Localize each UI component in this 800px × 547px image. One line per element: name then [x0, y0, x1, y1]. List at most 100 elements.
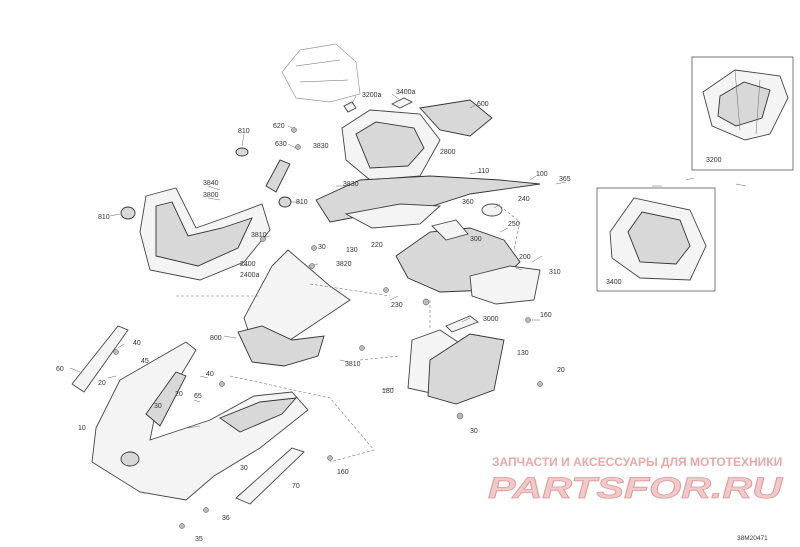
assembly-lines-2 — [429, 205, 521, 330]
bolt-230 — [422, 298, 430, 306]
label-20b: 20 — [175, 391, 183, 398]
part-810-grommet-a — [235, 147, 249, 157]
label-3800: 3800 — [203, 192, 219, 199]
label-70: 70 — [292, 483, 300, 490]
label-365: 365 — [559, 176, 571, 183]
part-3200-insert — [717, 81, 771, 127]
part-10-vent — [145, 371, 187, 427]
label-160a: 160 — [540, 312, 552, 319]
label-810c: 810 — [296, 199, 308, 206]
part-600-bracket — [419, 99, 493, 137]
label-3000: 3000 — [483, 316, 499, 323]
watermark-logo: PARTSFOR.RU — [488, 472, 784, 505]
bolt-3810a — [260, 236, 266, 242]
label-30b: 30 — [154, 403, 162, 410]
label-310: 310 — [549, 269, 561, 276]
part-310-cover — [469, 265, 541, 305]
label-300: 300 — [470, 236, 482, 243]
watermark: ЗАПЧАСТИ И АКСЕССУАРЫ ДЛЯ МОТОТЕХНИКИ PA… — [488, 455, 785, 505]
label-2800: 2800 — [440, 149, 456, 156]
ghost-cowl — [281, 43, 361, 103]
label-30d: 30 — [240, 465, 248, 472]
label-2400: 2400 — [240, 261, 256, 268]
label-110: 110 — [478, 168, 489, 175]
label-240: 240 — [518, 196, 530, 203]
part-130-panel — [427, 333, 505, 405]
headlight-frame — [139, 187, 271, 281]
label-130a: 130 — [346, 247, 358, 254]
upper-cowl-ghost — [281, 43, 361, 103]
part-3200-ribs — [734, 69, 761, 135]
part-10-badge — [120, 451, 140, 467]
label-3830a: 3830 — [313, 143, 329, 150]
side-panel — [407, 315, 505, 405]
bolt-160a — [525, 317, 531, 323]
label-360: 360 — [462, 199, 474, 206]
bolt-3810b — [359, 345, 365, 351]
watermark-tagline: ЗАПЧАСТИ И АКСЕССУАРЫ ДЛЯ МОТОТЕХНИКИ — [492, 455, 782, 469]
label-30a: 30 — [318, 244, 326, 251]
label-3200a: 3200a — [362, 92, 382, 99]
label-200: 200 — [519, 254, 531, 261]
bolt-620 — [291, 127, 297, 133]
inset-3200: 3200 — [691, 56, 794, 171]
label-180: 180 — [382, 388, 394, 395]
part-220-plate — [344, 203, 442, 229]
drawing-code: 38M20471 — [737, 535, 768, 542]
part-3000-strip — [445, 315, 479, 333]
bolt-30a — [311, 245, 317, 251]
label-630: 630 — [275, 141, 287, 148]
label-35: 35 — [195, 536, 203, 543]
part-3400a-clip — [390, 97, 414, 109]
label-45: 45 — [141, 358, 149, 365]
label-130b: 130 — [517, 350, 529, 357]
label-30c: 30 — [470, 428, 478, 435]
part-2400-deflector — [243, 249, 351, 343]
bolt-20c — [537, 381, 543, 387]
ghost-cowl-ribs — [295, 59, 349, 83]
label-600: 600 — [477, 101, 489, 108]
part-360-plate — [431, 219, 469, 241]
part-3800-inner — [155, 201, 253, 267]
label-3820: 3820 — [336, 261, 352, 268]
storage-tub — [341, 97, 441, 181]
label-60: 60 — [56, 366, 64, 373]
label-220: 220 — [371, 242, 383, 249]
label-40b: 40 — [206, 371, 214, 378]
label-620: 620 — [273, 123, 285, 130]
front-nose — [91, 341, 309, 501]
label-3200b: 3200 — [706, 157, 722, 164]
label-160b: 160 — [337, 469, 349, 476]
bolt-36 — [203, 507, 209, 513]
bolt-3820 — [309, 263, 315, 269]
label-3810b: 3810 — [345, 361, 361, 368]
part-3400-recess — [627, 211, 691, 265]
bolt-30c — [456, 412, 464, 420]
label-36: 36 — [222, 515, 230, 522]
bolt-40b — [219, 381, 225, 387]
label-250: 250 — [508, 221, 520, 228]
bolt-230b — [383, 287, 389, 293]
part-3200a-clip — [343, 101, 357, 113]
part-810-grommet-c — [278, 196, 292, 208]
inset-3400: 3400 — [596, 177, 747, 292]
label-20c: 20 — [557, 367, 565, 374]
label-810b: 810 — [98, 214, 110, 221]
part-810-grommet-b — [120, 206, 136, 220]
fasteners — [113, 127, 543, 529]
deflector-assembly — [237, 249, 351, 367]
label-40a: 40 — [133, 340, 141, 347]
label-3810a: 3810 — [251, 232, 267, 239]
label-3400b: 3400 — [606, 279, 622, 286]
label-100: 100 — [536, 171, 548, 178]
label-65: 65 — [194, 393, 202, 400]
bolt-630 — [295, 144, 301, 150]
bolt-40a — [113, 349, 119, 355]
part-800-lens — [237, 325, 325, 367]
leader-lines — [69, 93, 567, 429]
label-3840: 3840 — [203, 180, 219, 187]
label-3830b: 3830 — [343, 181, 359, 188]
part-60-strip — [71, 325, 129, 393]
label-800: 800 — [210, 335, 222, 342]
